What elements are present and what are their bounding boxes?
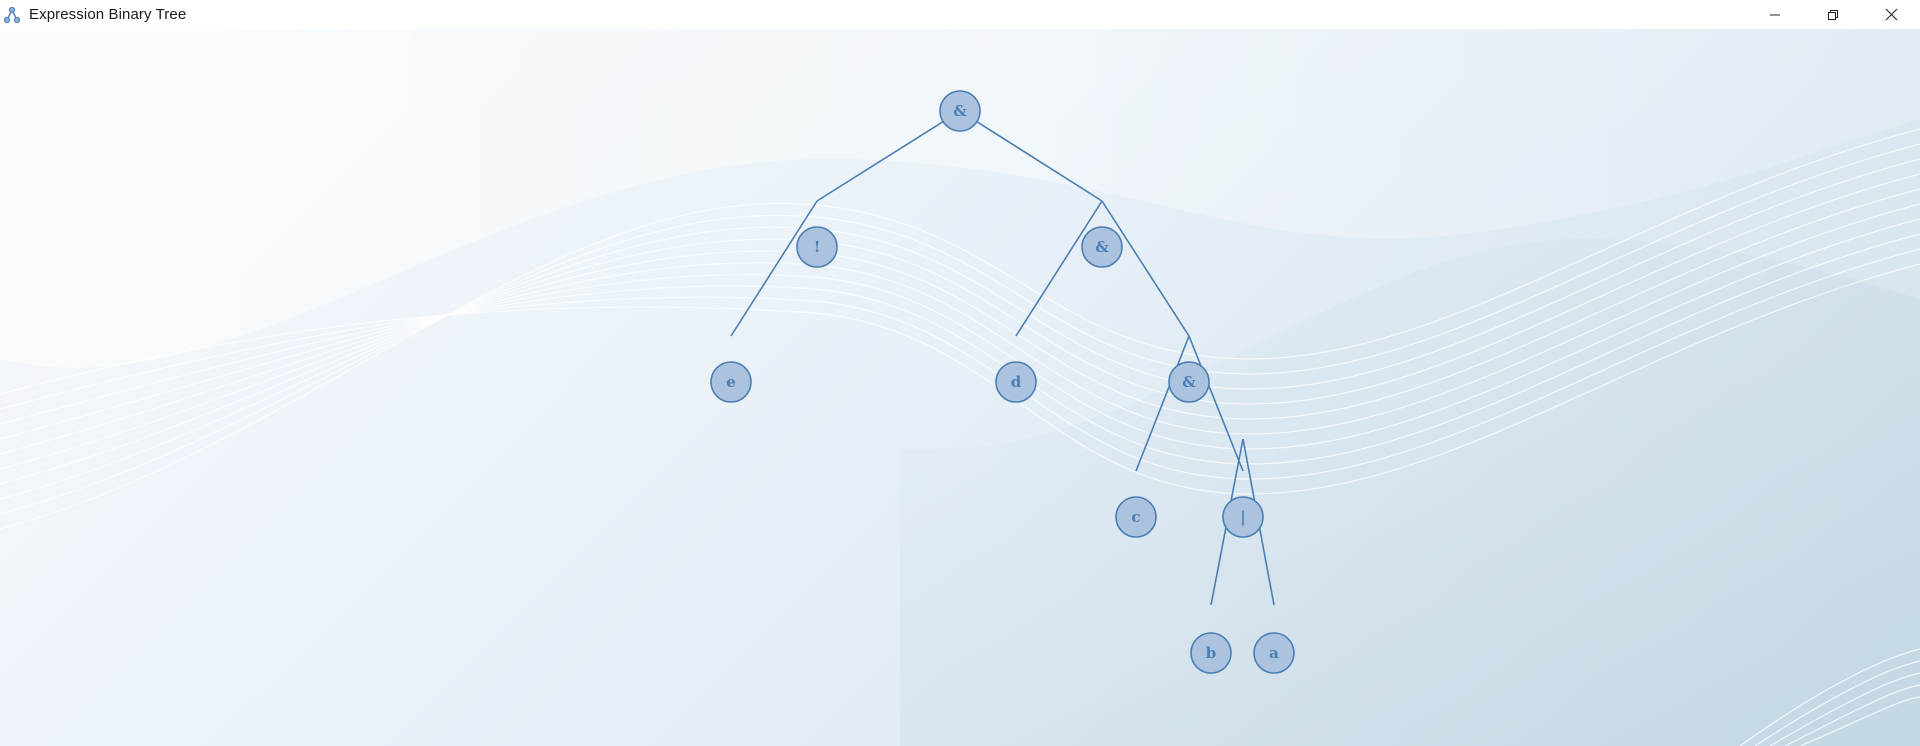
minimize-button[interactable] (1746, 0, 1804, 29)
edge-root-and2 (959, 110, 1103, 202)
restore-icon (1828, 9, 1838, 20)
edge-root-not (816, 110, 961, 202)
window-controls (1746, 0, 1920, 29)
tree-node-root[interactable]: & (939, 90, 981, 132)
edge-and2-and3 (1101, 200, 1190, 337)
node-label: b (1206, 644, 1217, 662)
corner-wave-lines (1739, 648, 1920, 746)
close-icon (1885, 8, 1897, 21)
tree-node-and2[interactable]: & (1081, 226, 1123, 268)
tree-node-not[interactable]: ! (796, 226, 838, 268)
wave-band-light (0, 29, 1920, 368)
edge-and3-or (1188, 335, 1244, 472)
node-label: c (1131, 508, 1140, 526)
edge-not-e (730, 200, 818, 337)
tree-edges (730, 110, 1275, 606)
close-button[interactable] (1862, 0, 1920, 29)
restore-button[interactable] (1804, 0, 1862, 29)
edge-and3-c (1135, 335, 1190, 472)
tree-node-c[interactable]: c (1115, 496, 1157, 538)
wave-band-dark (900, 238, 1920, 746)
tree-node-and3[interactable]: & (1168, 361, 1210, 403)
tree-app-icon (2, 5, 22, 25)
node-label: d (1011, 373, 1022, 391)
tree-node-a[interactable]: a (1253, 632, 1295, 674)
node-label: ! (814, 238, 821, 256)
node-label: & (953, 102, 967, 120)
node-label: & (1182, 373, 1196, 391)
tree-node-d[interactable]: d (995, 361, 1037, 403)
tree-canvas[interactable]: & ! & e d (0, 29, 1920, 746)
tree-node-b[interactable]: b (1190, 632, 1232, 674)
node-label: e (726, 373, 736, 391)
title-bar[interactable]: Expression Binary Tree (0, 0, 1920, 29)
tree-node-e[interactable]: e (710, 361, 752, 403)
background-waves (0, 29, 1920, 746)
expression-tree: & ! & e d (710, 90, 1295, 674)
tree-nodes: & ! & e d (710, 90, 1295, 674)
edge-and2-d (1015, 200, 1103, 337)
tree-node-or[interactable]: | (1222, 496, 1264, 538)
node-label: | (1240, 508, 1245, 526)
node-label: a (1269, 644, 1279, 662)
minimize-icon (1770, 14, 1780, 15)
window-title: Expression Binary Tree (29, 6, 187, 23)
node-label: & (1095, 238, 1109, 256)
